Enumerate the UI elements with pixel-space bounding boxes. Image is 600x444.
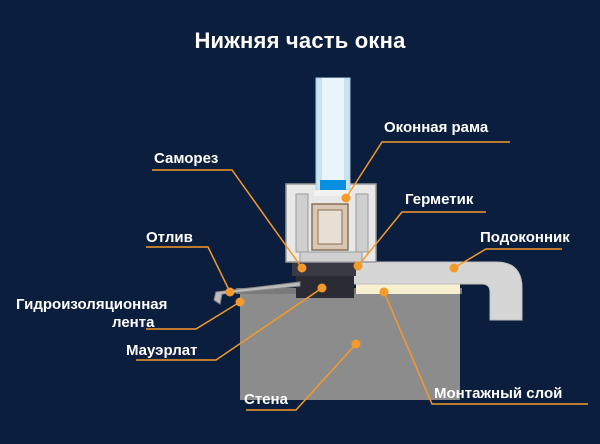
leader-window-frame bbox=[345, 141, 510, 199]
leader-wall bbox=[246, 343, 357, 411]
dot-ebb bbox=[225, 287, 235, 297]
leader-waterproof bbox=[146, 301, 241, 330]
dot-sill bbox=[449, 263, 459, 273]
label-screw: Саморез bbox=[154, 150, 219, 167]
label-sealant: Герметик bbox=[405, 191, 474, 208]
leader-ebb bbox=[146, 246, 231, 293]
dot-sealant bbox=[353, 261, 363, 271]
window-sill bbox=[351, 261, 523, 321]
page-title: Нижняя часть окна bbox=[194, 28, 406, 53]
label-waterproof-line1: Гидроизоляционная bbox=[16, 296, 168, 313]
leader-lines bbox=[136, 141, 588, 411]
leader-dots bbox=[225, 193, 459, 349]
label-window-frame: Оконная рама bbox=[384, 119, 489, 136]
label-sill: Подоконник bbox=[480, 229, 570, 246]
dot-waterproof bbox=[235, 297, 245, 307]
wall bbox=[240, 290, 460, 400]
dot-wall bbox=[351, 339, 361, 349]
ebb bbox=[213, 281, 301, 305]
dot-mauerlat bbox=[317, 283, 327, 293]
waterproof-tape bbox=[292, 262, 356, 276]
leader-screw bbox=[152, 169, 303, 269]
dot-mounting-layer bbox=[379, 287, 389, 297]
leader-sealant bbox=[357, 211, 486, 267]
mounting-layer bbox=[356, 284, 460, 294]
label-ebb: Отлив bbox=[146, 229, 193, 246]
leader-mauerlat bbox=[136, 287, 323, 361]
label-mounting-layer: Монтажный слой bbox=[434, 385, 563, 402]
leader-sill bbox=[453, 248, 562, 269]
window-frame bbox=[285, 183, 377, 263]
glass-unit bbox=[314, 77, 352, 196]
label-wall: Стена bbox=[244, 391, 288, 408]
leader-mounting-layer bbox=[383, 291, 588, 405]
dot-window-frame bbox=[341, 193, 351, 203]
dot-screw bbox=[297, 263, 307, 273]
label-waterproof-line2: лента bbox=[112, 314, 155, 331]
label-mauerlat: Мауэрлат bbox=[126, 342, 198, 359]
